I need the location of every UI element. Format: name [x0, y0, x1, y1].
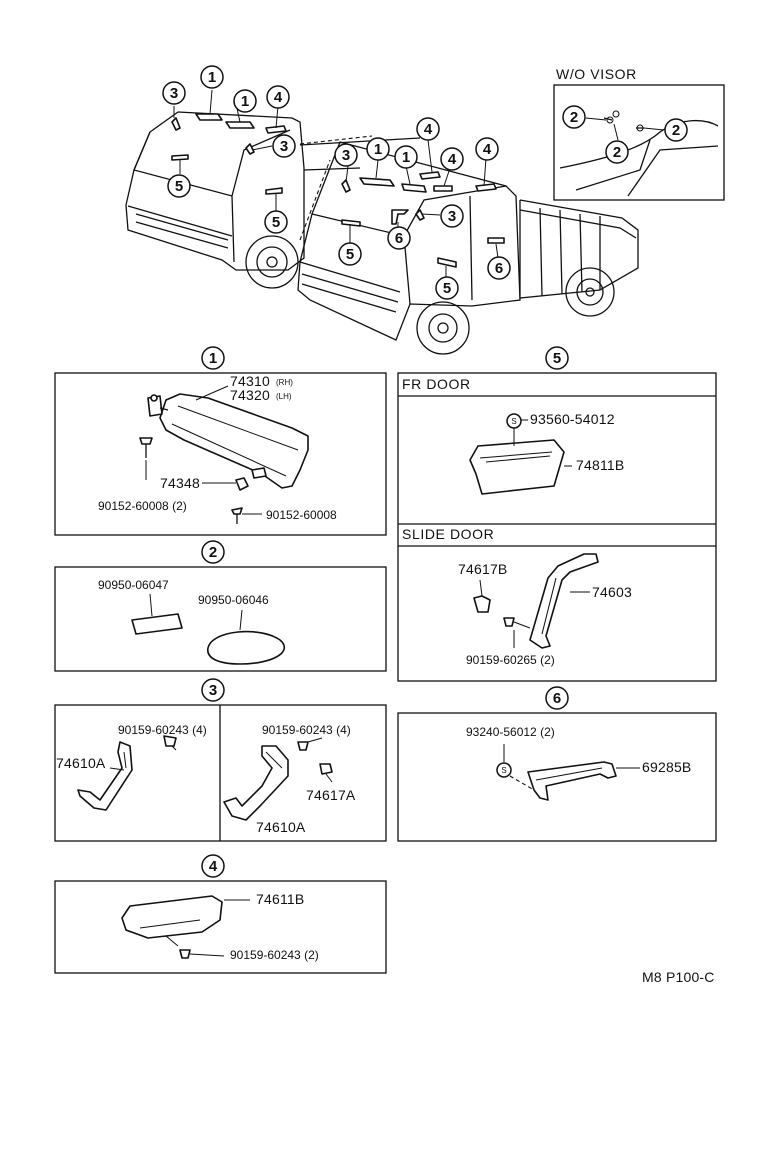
callout-1: 1 [208, 69, 216, 86]
callout-4: 4 [483, 141, 492, 158]
callout-1: 1 [402, 149, 410, 166]
part-74610a-left: 74610A [56, 755, 106, 771]
wo-visor-inset: W/O VISOR 2 2 2 [553, 66, 725, 201]
front-truck-illustration [173, 89, 639, 355]
part-74310: 74310 [230, 373, 270, 389]
callout-5: 5 [272, 214, 280, 231]
part-90950-06046: 90950-06046 [198, 593, 269, 607]
section-2-number: 2 [209, 544, 217, 561]
section-3-number: 3 [209, 682, 217, 699]
screw-s-marker: S [501, 766, 506, 775]
part-93560-54012: 93560-54012 [530, 411, 615, 427]
callout-3: 3 [280, 138, 288, 155]
part-74603: 74603 [592, 584, 632, 600]
callout-4: 4 [274, 89, 283, 106]
part-90950-06047: 90950-06047 [98, 578, 169, 592]
part-90159-60243-x4-left: 90159-60243 (4) [118, 723, 207, 737]
part-90159-60243-x2: 90159-60243 (2) [230, 948, 319, 962]
callout-3: 3 [342, 147, 350, 164]
slide-door-header: SLIDE DOOR [402, 526, 494, 542]
section-4-grip: 4 74611B 90159-60243 (2) [54, 854, 387, 974]
section-1-sun-visor: 1 74310 (RH) 74320 (LH) 74348 90152-6000… [54, 346, 387, 536]
part-74320-side: (LH) [276, 392, 292, 401]
callout-2: 2 [672, 122, 680, 139]
callout-circles-top: 3 1 1 4 3 5 5 3 1 1 4 4 4 3 6 5 5 6 [162, 65, 511, 300]
part-90152-60008-x2: 90152-60008 (2) [98, 499, 187, 513]
callout-1: 1 [374, 141, 382, 158]
section-5-number: 5 [553, 350, 561, 367]
part-74811b: 74811B [576, 457, 624, 473]
callout-2: 2 [570, 109, 578, 126]
callout-4: 4 [448, 151, 457, 168]
part-93240-56012-x2: 93240-56012 (2) [466, 725, 555, 739]
section-6-assist-grip: 6 S 93240-56012 (2) 69285B [397, 686, 717, 842]
part-74617b: 74617B [458, 561, 507, 577]
callout-5: 5 [443, 280, 451, 297]
part-74310-side: (RH) [276, 378, 293, 387]
part-90159-60243-x4-right: 90159-60243 (4) [262, 723, 351, 737]
section-2-covers: 2 90950-06047 90950-06046 [54, 540, 387, 672]
part-74611b: 74611B [256, 891, 304, 907]
section-6-number: 6 [553, 690, 561, 707]
callout-5: 5 [346, 246, 354, 263]
callout-1: 1 [241, 93, 249, 110]
part-90152-60008: 90152-60008 [266, 508, 337, 522]
part-74348: 74348 [160, 475, 200, 491]
part-74320: 74320 [230, 387, 270, 403]
rear-truck-illustration [125, 111, 421, 289]
callout-5: 5 [175, 178, 183, 195]
fr-door-header: FR DOOR [402, 376, 471, 392]
section-1-number: 1 [209, 350, 217, 367]
part-74610a-right: 74610A [256, 819, 306, 835]
screw-s-marker: S [511, 417, 516, 426]
callout-6: 6 [395, 230, 403, 247]
callout-3: 3 [448, 208, 456, 225]
figure-code: M8 P100-C [642, 969, 715, 985]
part-90159-60265-x2: 90159-60265 (2) [466, 653, 555, 667]
part-69285b: 69285B [642, 759, 691, 775]
callout-3: 3 [170, 85, 178, 102]
section-4-number: 4 [209, 858, 218, 875]
section-5-door-parts: 5 FR DOOR SLIDE DOOR S 93560-54012 74811… [397, 346, 717, 682]
section-3-assist-grips: 3 90159-60243 (4) 74610A 90159-60243 (4)… [54, 678, 387, 842]
callout-4: 4 [424, 121, 433, 138]
wo-visor-title: W/O VISOR [556, 66, 637, 82]
part-74617a: 74617A [306, 787, 356, 803]
callout-6: 6 [495, 260, 503, 277]
callout-2: 2 [613, 144, 621, 161]
